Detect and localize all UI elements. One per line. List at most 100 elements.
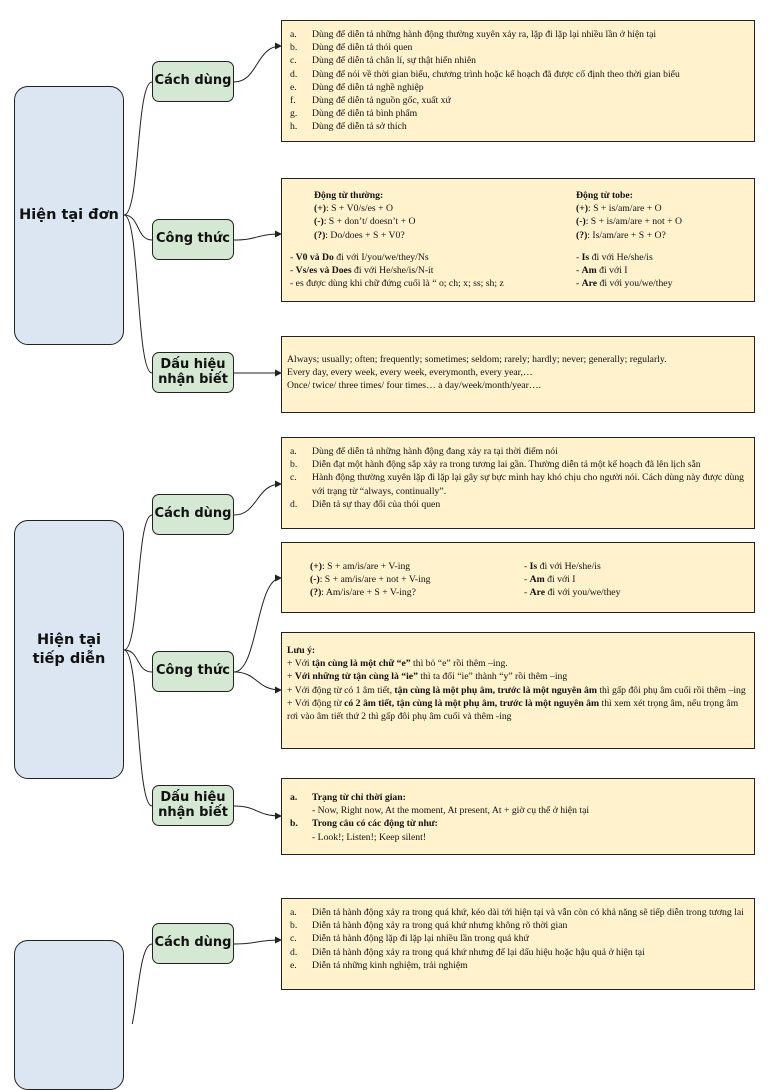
note-run: thì gấp đôi phụ âm cuối rồi thêm –ing — [596, 684, 746, 696]
category-label: Công thức — [156, 231, 230, 247]
list-marker: b. — [290, 459, 298, 471]
formula-symbol: (+) — [576, 203, 588, 215]
note-bold: Am — [581, 264, 597, 276]
note-run: thì ta đổi “ie” thành “y” rồi thêm –ing — [417, 671, 568, 683]
category-usage-s3: Cách dùng — [152, 923, 234, 964]
usage-list: a.Dùng để diễn tả những hành động đang x… — [290, 445, 746, 511]
note-run-bold: có 2 âm tiết, tận cùng là một phụ âm, tr… — [344, 697, 600, 709]
note-line: + Với động từ có 1 âm tiết, tận cùng là … — [287, 684, 749, 697]
formula-line: (+): S + is/am/are + O — [576, 202, 746, 215]
edge-s2-formula — [123, 649, 153, 673]
formula-note: - Is đi với He/she/is — [576, 251, 746, 264]
note-bold: Are — [529, 587, 546, 599]
list-marker: h. — [290, 121, 298, 133]
list-text: Diễn tả hành động xảy ra trong quá khứ, … — [312, 907, 744, 918]
tense-label: Hiện tại tiếp diễn — [32, 632, 106, 667]
list-item: b.Dùng để diễn tả thói quen — [290, 41, 746, 54]
category-signals-s1: Dấu hiệu nhận biết — [152, 352, 234, 393]
formula-text: : Is/am/are + S + O? — [587, 229, 666, 241]
note-bold: Am — [529, 574, 545, 586]
formula-line: (-): S + am/is/are + not + V-ing — [310, 573, 524, 586]
note-run: + Với — [287, 658, 312, 670]
signal-group-text: - Now, Right now, At the moment, At pres… — [312, 805, 590, 817]
formula-box-s1: Động từ thường: (+): S + V0/s/es + O (-)… — [281, 178, 755, 302]
category-label: Cách dùng — [154, 506, 232, 522]
formula-note: - Am đi với I — [524, 573, 746, 586]
list-text: Dùng để diễn tả thói quen — [312, 42, 413, 54]
signals-box-s1: Always; usually; often; frequently; some… — [281, 336, 755, 413]
signal-group-title: Trong câu có các động từ như: — [312, 818, 438, 830]
formula-text: : S + is/am/are + O — [587, 203, 662, 215]
usage-list: a. Dùng để diễn tả những hành động thường… — [290, 28, 746, 134]
list-text: Dùng để nói về thời gian biểu, chương tr… — [312, 68, 680, 80]
tense-node-present-simple: Hiện tại đơn — [14, 86, 124, 345]
list-marker: d. — [290, 946, 298, 958]
usage-box-s1: a. Dùng để diễn tả những hành động thường… — [281, 20, 755, 142]
list-item: d.Diễn tả sự thay đổi của thói quen — [290, 498, 746, 511]
signal-group-text: - Look!; Listen!; Keep silent! — [312, 831, 427, 843]
formula-line: (-): S + is/am/are + not + O — [576, 215, 746, 228]
note-run: + Với động từ có 1 âm tiết, — [287, 684, 395, 696]
formula-text: : S + is/am/are + not + O — [585, 216, 682, 228]
formula-text: : S + don’t/ doesn’t + O — [323, 216, 416, 228]
note-run: thì bỏ “e” rồi thêm –ing. — [410, 658, 508, 670]
note-run: + Với động từ — [287, 697, 345, 709]
category-label: Dấu hiệu nhận biết — [158, 789, 228, 820]
note-run-bold: Với những từ tận cùng là “ie” — [294, 671, 418, 683]
note-prefix: - — [524, 561, 530, 572]
formula-text: : S + V0/s/es + O — [325, 203, 393, 215]
list-text: Diễn tả những kinh nghiệm, trải nghiệm — [312, 959, 468, 971]
category-label: Dấu hiệu nhận biết — [158, 356, 228, 387]
category-formula-s1: Công thức — [152, 219, 234, 260]
note-text: đi với you/we/they — [545, 587, 621, 599]
formula-symbol: (?) — [576, 229, 588, 241]
tense-node-present-continuous: Hiện tại tiếp diễn — [14, 520, 124, 779]
category-formula-s2: Công thức — [152, 651, 234, 692]
edge-s1-formula — [123, 214, 153, 241]
usage-box-s3: a.Diễn tả hành động xảy ra trong quá khứ… — [281, 898, 755, 990]
edge-s2-usage — [123, 514, 153, 651]
formula-box-s2: (+): S + am/is/are + V-ing (-): S + am/i… — [281, 542, 755, 613]
list-marker: a. — [290, 29, 297, 40]
list-marker: d. — [290, 498, 298, 510]
list-item: b.Diễn tả hành động xảy ra trong quá khứ… — [290, 919, 746, 932]
note-text: đi với He/she/is — [537, 561, 601, 572]
category-signals-s2: Dấu hiệu nhận biết — [152, 785, 234, 826]
list-text: Hành động thường xuyên lặp đi lặp lại gâ… — [312, 472, 745, 497]
formula-column-tobe: Động từ tobe: (+): S + is/am/are + O (-)… — [576, 189, 746, 290]
list-item: a.Dùng để diễn tả những hành động đang x… — [290, 445, 746, 458]
formula-text: : Do/does + S + V0? — [325, 229, 405, 241]
note-line: + Với những từ tận cùng là “ie” thì ta đ… — [287, 670, 749, 683]
formula-symbol: (+) — [310, 561, 322, 572]
note-prefix: - — [290, 251, 296, 263]
list-text: Dùng để diễn tả những hành động thường x… — [312, 29, 657, 40]
list-item: e.Diễn tả những kinh nghiệm, trải nghiệm — [290, 959, 746, 972]
list-text: Dùng để diễn tả nghề nghiệp — [312, 81, 424, 93]
usage-list: a.Diễn tả hành động xảy ra trong quá khứ… — [290, 906, 746, 972]
list-text: Dùng để diễn tả bình phẩm — [312, 108, 418, 120]
note-run: + — [287, 671, 295, 683]
formula-line: (-): S + don’t/ doesn’t + O — [290, 215, 576, 228]
formula-symbol: (+) — [314, 203, 326, 215]
signal-marker: b. — [290, 818, 298, 830]
edge-s3-usage-box — [233, 936, 282, 945]
note-prefix: - — [576, 251, 582, 263]
list-item: a. Dùng để diễn tả những hành động thường… — [290, 28, 746, 41]
formula-note: - Are đi với you/we/they — [576, 277, 746, 290]
note-text: es được dùng khi chữ đứng cuối là “ o; c… — [295, 278, 504, 290]
note-prefix: - — [524, 587, 530, 599]
edge-s1-signals — [123, 214, 153, 374]
list-item: c.Hành động thường xuyên lặp đi lặp lại … — [290, 471, 746, 497]
formula-note: - Are đi với you/we/they — [524, 586, 746, 599]
list-text: Dùng để diễn tả sở thích — [312, 121, 407, 133]
formula-grid: Động từ thường: (+): S + V0/s/es + O (-)… — [290, 189, 746, 290]
list-marker: b. — [290, 920, 298, 932]
formula-text: : Am/is/are + S + V-ing? — [321, 587, 416, 599]
note-text: đi với I — [544, 574, 576, 586]
note-title: Lưu ý: — [287, 645, 316, 656]
signal-marker: a. — [290, 792, 298, 803]
formula-line: (+): S + V0/s/es + O — [290, 202, 576, 215]
list-text: Dùng để diễn tả chân lí, sự thật hiển nh… — [312, 55, 476, 67]
signal-group: a. Trạng từ chỉ thời gian: - Now, Right … — [290, 791, 746, 817]
formula-symbol: (?) — [314, 229, 326, 241]
